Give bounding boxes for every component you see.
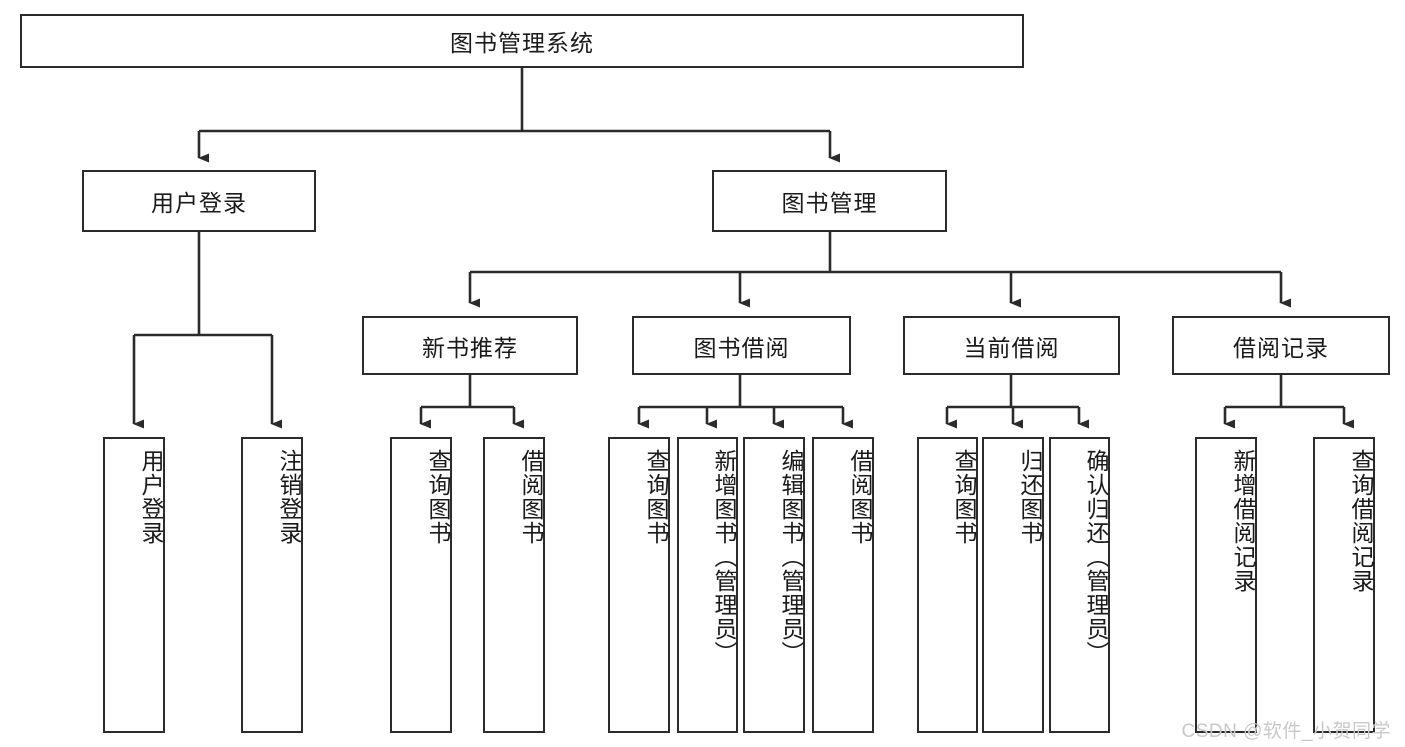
leaf-borrow-record-query-record[interactable]: 查询借阅记录 <box>1313 437 1375 733</box>
node-label: 借阅图书 <box>847 449 873 545</box>
leaf-book-borrow-borrow-book[interactable]: 借阅图书 <box>812 437 874 733</box>
leaf-book-borrow-edit-book-admin[interactable]: 编辑图书（管理员） <box>743 437 805 733</box>
node-label: 归还图书 <box>1017 449 1043 545</box>
leaf-book-borrow-query-book[interactable]: 查询图书 <box>608 437 670 733</box>
node-label: 查询借阅记录 <box>1348 449 1374 593</box>
leaf-book-borrow-add-book-admin[interactable]: 新增图书（管理员） <box>677 437 738 733</box>
leaf-current-borrow-return-book[interactable]: 归还图书 <box>982 437 1044 733</box>
node-borrowing-record[interactable]: 借阅记录 <box>1172 316 1390 375</box>
node-label: 新书推荐 <box>422 334 518 361</box>
node-label: 确认归还（管理员） <box>1083 449 1109 665</box>
node-label: 新增图书（管理员） <box>711 449 737 665</box>
leaf-current-borrow-query-book[interactable]: 查询图书 <box>917 437 978 733</box>
node-book-borrowing[interactable]: 图书借阅 <box>632 316 851 375</box>
leaf-user-login-logout[interactable]: 注销登录 <box>241 437 303 733</box>
node-label: 用户登录 <box>151 190 247 216</box>
node-book-management[interactable]: 图书管理 <box>712 170 947 232</box>
node-label: 图书管理系统 <box>450 30 594 56</box>
node-label: 查询图书 <box>643 449 669 545</box>
csdn-watermark: CSDN @软件_小贺同学 <box>1181 721 1391 742</box>
leaf-new-book-query-book[interactable]: 查询图书 <box>390 437 452 733</box>
leaf-user-login-login[interactable]: 用户登录 <box>103 437 165 733</box>
node-user-login[interactable]: 用户登录 <box>82 170 316 232</box>
node-label: 借阅记录 <box>1233 334 1329 361</box>
node-new-book-recommendation[interactable]: 新书推荐 <box>362 316 578 375</box>
node-label: 图书借阅 <box>693 334 790 361</box>
leaf-new-book-borrow-book[interactable]: 借阅图书 <box>483 437 545 733</box>
node-label: 查询图书 <box>951 449 977 545</box>
node-label: 编辑图书（管理员） <box>778 449 804 665</box>
node-label: 当前借阅 <box>963 334 1060 361</box>
node-label: 新增借阅记录 <box>1230 449 1256 593</box>
leaf-borrow-record-add-record[interactable]: 新增借阅记录 <box>1195 437 1257 733</box>
node-root-book-management-system[interactable]: 图书管理系统 <box>20 14 1024 68</box>
node-label: 查询图书 <box>425 449 451 545</box>
node-label: 图书管理 <box>781 190 878 216</box>
node-label: 借阅图书 <box>518 449 544 545</box>
node-label: 用户登录 <box>138 449 164 545</box>
leaf-current-borrow-confirm-return-admin[interactable]: 确认归还（管理员） <box>1049 437 1110 733</box>
node-current-borrowing[interactable]: 当前借阅 <box>903 316 1120 375</box>
node-label: 注销登录 <box>276 449 302 545</box>
